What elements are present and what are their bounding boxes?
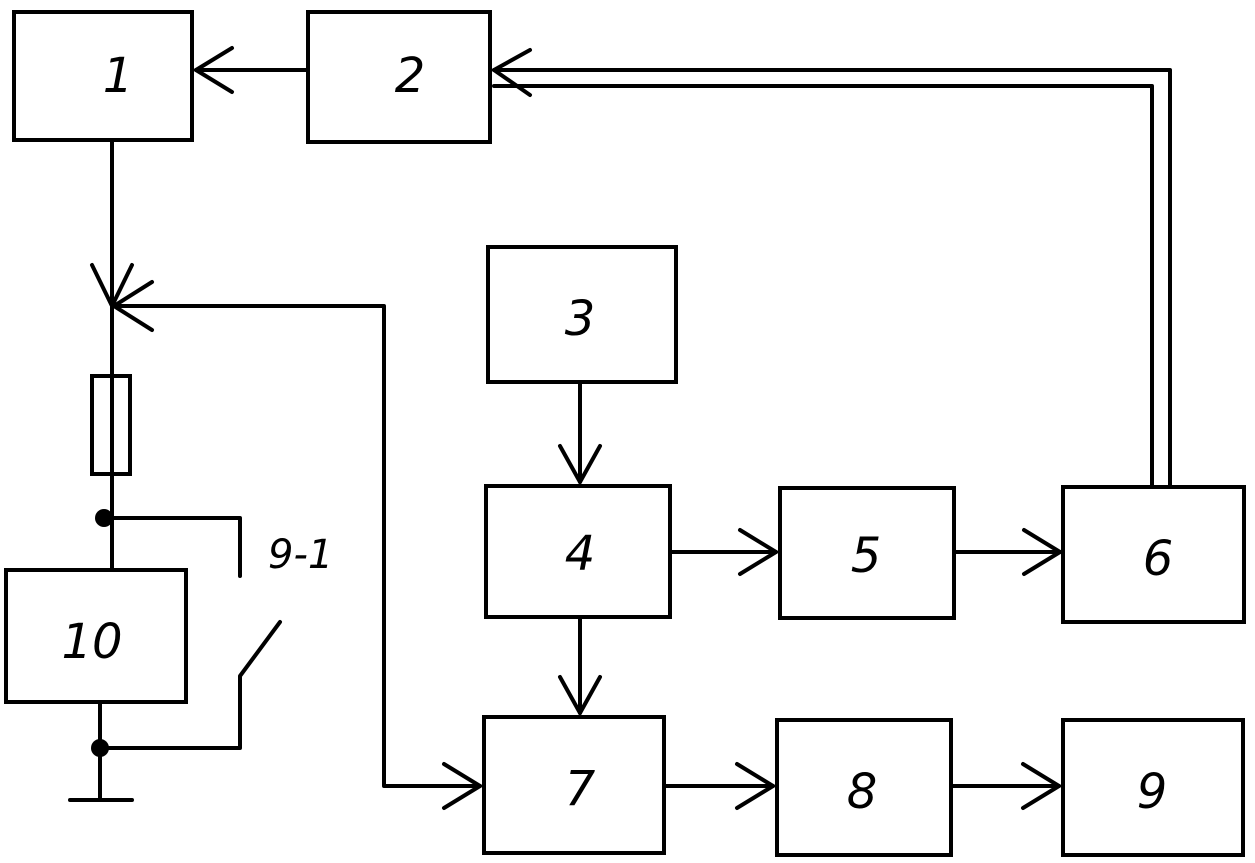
connector-8-to-9 xyxy=(951,764,1059,808)
connector-3-to-4 xyxy=(560,382,600,482)
connector-2-to-1 xyxy=(196,48,308,92)
block-9: 9 xyxy=(1063,720,1243,855)
connector-7-to-8 xyxy=(664,764,773,808)
block-8-label: 8 xyxy=(847,764,878,820)
block-10: 10 xyxy=(6,570,186,702)
connector-4-to-5 xyxy=(670,530,776,574)
block-2-label: 2 xyxy=(395,48,426,104)
switch-upper-contact xyxy=(104,518,240,576)
block-4: 4 xyxy=(486,486,670,617)
block-3-label: 3 xyxy=(565,291,596,347)
block-4-label: 4 xyxy=(565,526,596,582)
fuse-element xyxy=(92,306,130,570)
block-2: 2 xyxy=(308,12,490,142)
block-7-label: 7 xyxy=(565,761,596,817)
block-1: 1 xyxy=(14,12,192,140)
block-5-label: 5 xyxy=(851,528,882,584)
block-3: 3 xyxy=(488,247,676,382)
switch-label: 9-1 xyxy=(268,532,333,578)
connector-4-to-7 xyxy=(560,617,600,713)
connector-1-down xyxy=(92,140,132,306)
block-9-label: 9 xyxy=(1137,764,1168,820)
block-1-label: 1 xyxy=(103,48,134,104)
block-6-label: 6 xyxy=(1143,531,1174,587)
block-7: 7 xyxy=(484,717,664,853)
block-6: 6 xyxy=(1063,487,1244,622)
block-10-label: 10 xyxy=(61,614,122,670)
ground-symbol xyxy=(70,702,132,800)
block-5: 5 xyxy=(780,488,954,618)
block-8: 8 xyxy=(777,720,951,855)
connector-5-to-6 xyxy=(954,530,1060,574)
